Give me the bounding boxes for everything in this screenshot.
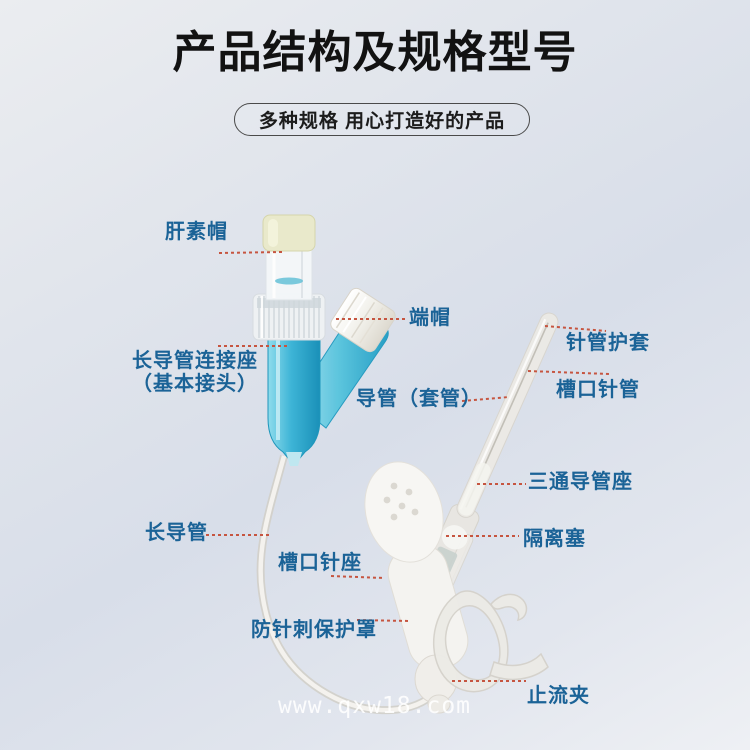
heparin-cap-part — [262, 214, 316, 301]
needlestick-guard-part — [364, 461, 469, 714]
leader-notched-needle-tube — [527, 370, 610, 375]
watermark-text: www.qxw18.com — [278, 693, 472, 719]
luer-collar-part — [252, 293, 326, 341]
label-catheter-cannula: 导管（套管） — [356, 388, 482, 410]
label-notched-needle-hub: 槽口针座 — [278, 552, 362, 574]
leader-notched-needle-hub — [330, 575, 385, 579]
leader-lines — [206, 251, 610, 682]
needle-sheath-part — [456, 312, 559, 518]
isolation-plug-part — [441, 525, 468, 550]
notched-needle-hub-part — [364, 461, 444, 563]
label-needlestick-guard: 防针刺保护罩 — [251, 619, 377, 641]
label-flow-stop-clamp: 止流夹 — [527, 685, 590, 707]
leader-catheter-cannula — [461, 396, 510, 402]
needle-assembly — [364, 312, 559, 714]
label-long-catheter-connector-line1: 长导管连接座 — [132, 350, 258, 372]
leader-needlestick-guard — [356, 619, 410, 622]
leader-heparin-cap — [218, 251, 283, 254]
y-connector-assembly — [252, 214, 396, 466]
label-long-catheter: 长导管 — [145, 522, 208, 544]
label-long-catheter-connector: 长导管连接座 （基本接头） — [132, 350, 258, 396]
subtitle-pill: 多种规格 用心打造好的产品 — [234, 103, 530, 136]
label-long-catheter-connector-line2: （基本接头） — [132, 373, 258, 395]
page-title: 产品结构及规格型号 — [172, 28, 578, 77]
label-notched-needle-tube: 槽口针管 — [556, 379, 640, 401]
leader-needle-sheath — [544, 325, 607, 332]
label-isolation-plug: 隔离塞 — [523, 528, 586, 550]
y-connector-body-part — [267, 335, 321, 459]
label-three-way-hub: 三通导管座 — [528, 471, 633, 493]
label-needle-sheath: 针管护套 — [566, 332, 650, 354]
label-end-cap: 端帽 — [409, 307, 451, 329]
label-heparin-cap: 肝素帽 — [165, 221, 228, 243]
subtitle-text: 多种规格 用心打造好的产品 — [258, 111, 506, 132]
flow-stop-clamp-part — [432, 590, 549, 693]
